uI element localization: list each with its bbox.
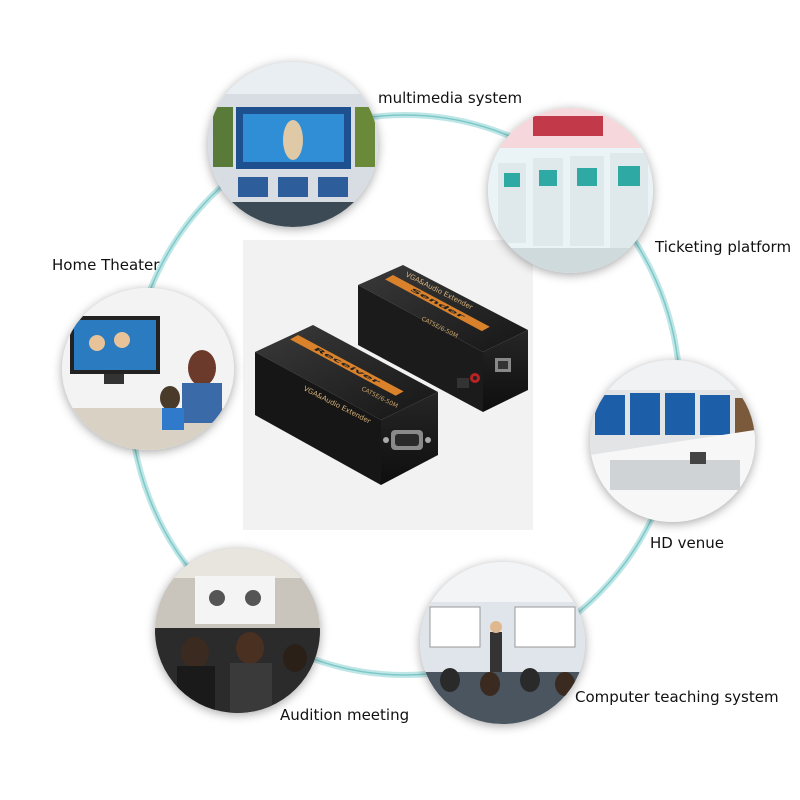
home-theater-photo (62, 288, 234, 450)
hd-venue-photo (590, 360, 755, 522)
label-audition-meeting: Audition meeting (280, 706, 410, 724)
power-port-icon (457, 378, 469, 388)
vga-extender-devices: Sender VGA&Audio Extender CAT5E/6-50M Re… (255, 265, 528, 485)
computer-teaching-photo (420, 562, 585, 724)
label-home-theater: Home Theater (52, 256, 160, 274)
ticketing-platform-photo (488, 108, 653, 273)
audition-meeting-photo (155, 548, 320, 713)
multimedia-system-photo (208, 62, 378, 227)
label-computer-teaching-system: Computer teaching system (575, 688, 779, 706)
product-image-panel: Sender VGA&Audio Extender CAT5E/6-50M Re… (243, 240, 533, 530)
label-hd-venue: HD venue (650, 534, 724, 552)
label-multimedia-system: multimedia system (378, 89, 523, 107)
label-ticketing-platform: Ticketing platform (655, 238, 792, 256)
